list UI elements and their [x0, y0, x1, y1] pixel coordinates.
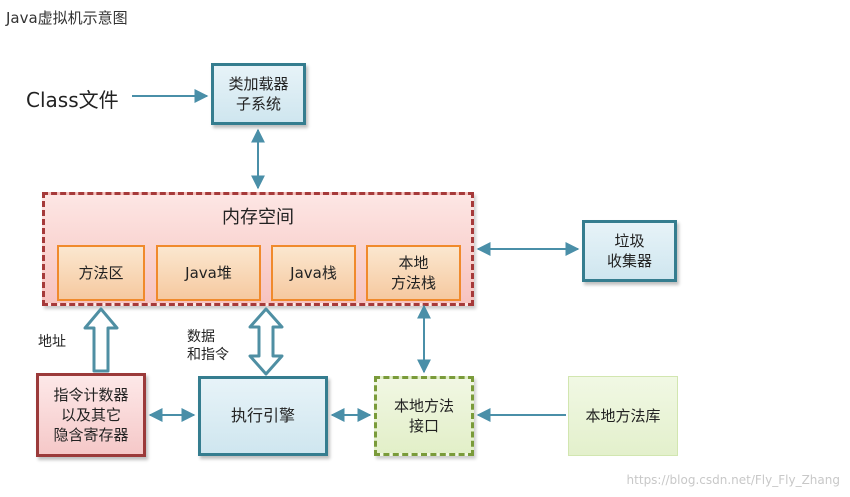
hollow-double-arrow-engine-heap [248, 307, 284, 376]
memory-space-title: 内存空间 [222, 207, 294, 228]
page-title: Java虚拟机示意图 [6, 9, 128, 27]
java-heap-box: Java堆 [156, 245, 261, 301]
pc-registers-box: 指令计数器 以及其它 隐含寄存器 [36, 373, 146, 457]
class-loader-box: 类加载器 子系统 [211, 63, 306, 125]
method-area-box: 方法区 [57, 245, 145, 301]
execution-engine-box: 执行引擎 [198, 376, 328, 456]
address-label: 地址 [38, 334, 66, 350]
java-stack-box: Java栈 [271, 245, 356, 301]
watermark: https://blog.csdn.net/Fly_Fly_Zhang [626, 473, 840, 487]
class-file-label: Class文件 [26, 88, 119, 112]
garbage-collector-box: 垃圾 收集器 [582, 220, 677, 282]
data-instructions-label: 数据 和指令 [187, 329, 229, 363]
native-method-stack-box: 本地 方法栈 [366, 245, 461, 301]
hollow-arrow-pc-to-method-area [83, 307, 119, 373]
native-library-box: 本地方法库 [568, 376, 678, 456]
native-interface-box: 本地方法 接口 [374, 376, 474, 456]
